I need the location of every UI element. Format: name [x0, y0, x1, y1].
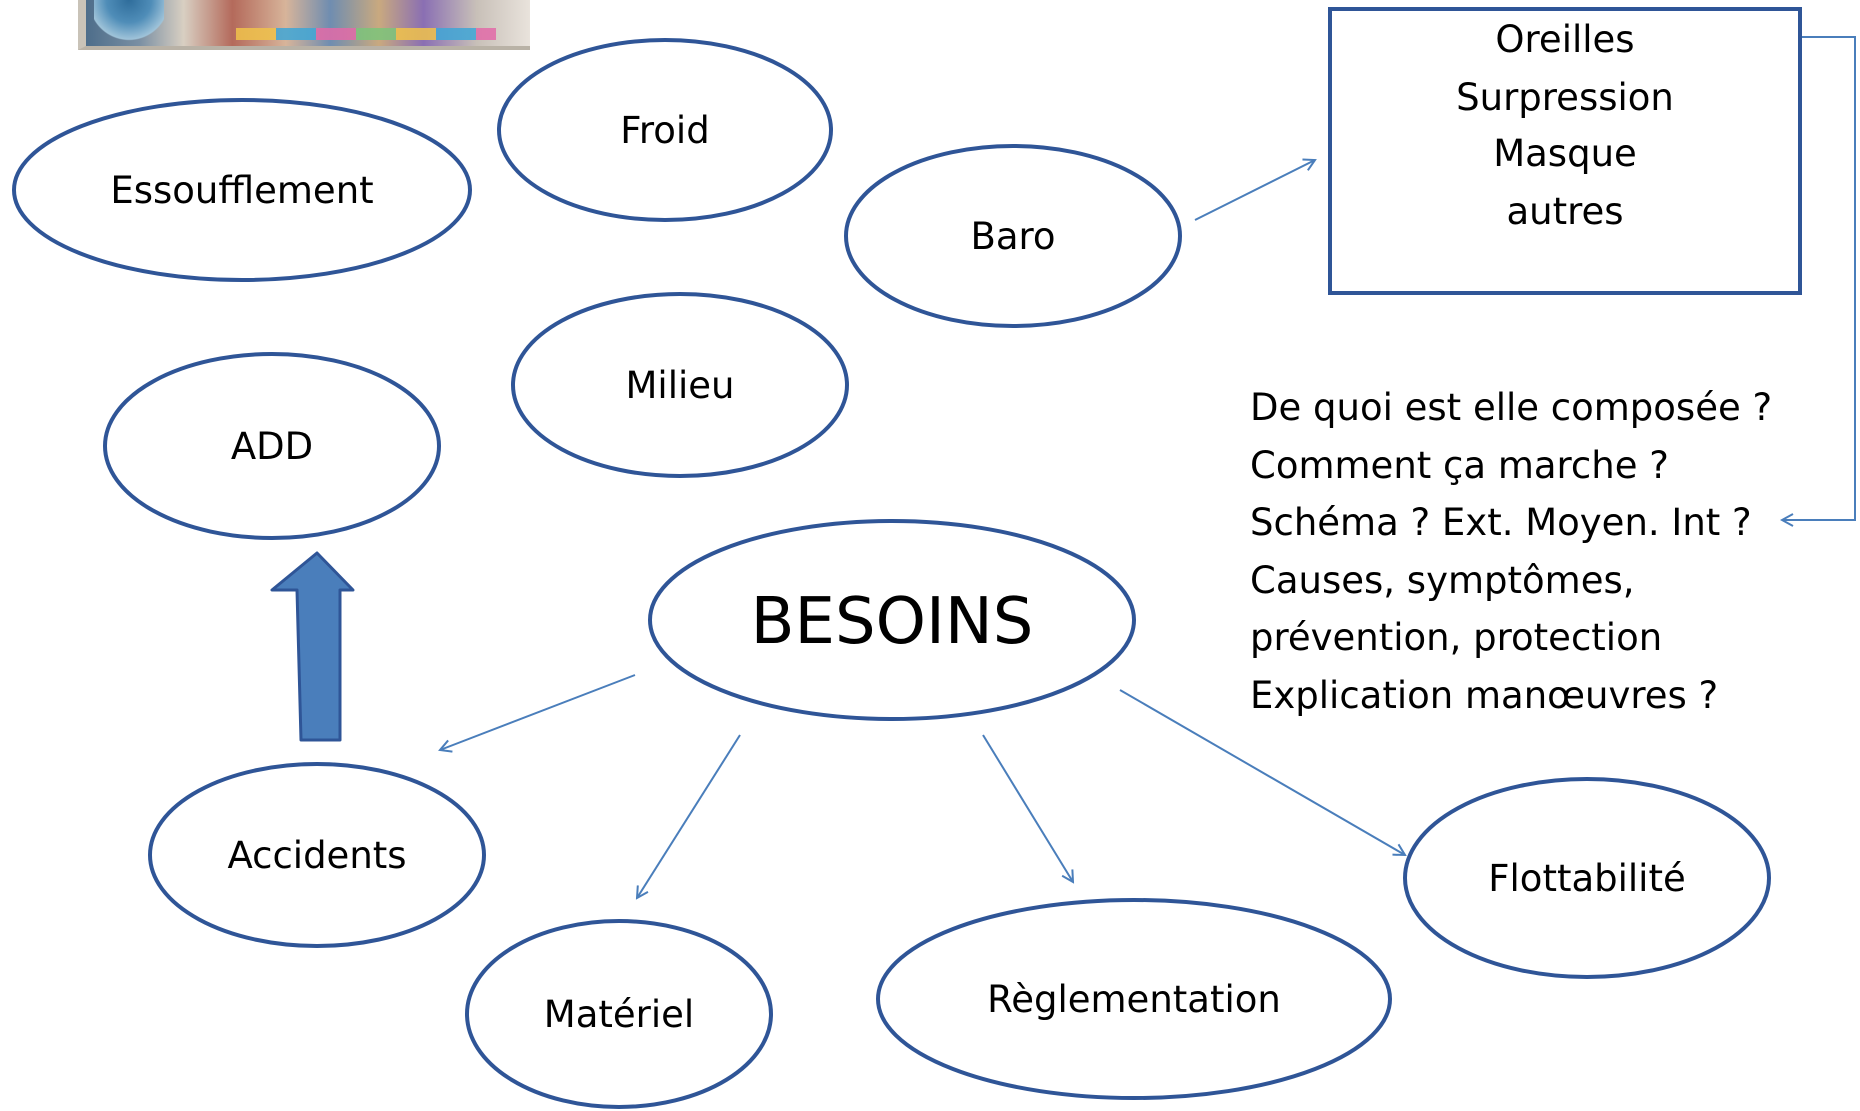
node-baro-label: Baro: [970, 215, 1055, 258]
node-accidents-label: Accidents: [227, 834, 406, 877]
node-materiel-label: Matériel: [544, 993, 694, 1036]
baro-line-masque: Masque: [1493, 132, 1637, 175]
node-reglementation-label: Règlementation: [987, 978, 1281, 1021]
node-milieu-label: Milieu: [626, 364, 735, 407]
node-besoins-label: BESOINS: [751, 585, 1034, 659]
node-froid[interactable]: Froid: [497, 38, 833, 222]
node-besoins[interactable]: BESOINS: [648, 519, 1136, 721]
node-flottabilite[interactable]: Flottabilité: [1403, 777, 1771, 979]
baro-details-box: Oreilles Surpression Masque autres: [1328, 7, 1802, 295]
node-accidents[interactable]: Accidents: [148, 762, 486, 948]
connector-baro-to-box: [1194, 160, 1315, 221]
question-line-1: De quoi est elle composée ?: [1250, 386, 1772, 429]
baro-line-oreilles: Oreilles: [1495, 18, 1634, 61]
question-line-5: prévention, protection: [1250, 616, 1662, 659]
question-line-3: Schéma ? Ext. Moyen. Int ?: [1250, 501, 1752, 544]
connector-besoins-to-reglementation: [982, 734, 1073, 882]
question-line-4: Causes, symptômes,: [1250, 559, 1635, 602]
node-milieu[interactable]: Milieu: [511, 292, 849, 478]
connector-besoins-to-flottabilite: [1119, 689, 1405, 855]
cartoon-illustration: [78, 0, 530, 50]
node-materiel[interactable]: Matériel: [465, 919, 773, 1109]
connector-besoins-to-materiel: [637, 734, 741, 898]
big-arrow-accidents-to-add: [270, 551, 355, 742]
node-flottabilite-label: Flottabilité: [1488, 857, 1685, 900]
node-froid-label: Froid: [620, 109, 709, 152]
node-add-label: ADD: [231, 425, 313, 468]
baro-line-autres: autres: [1506, 190, 1623, 233]
baro-line-surpression: Surpression: [1456, 76, 1674, 119]
question-line-2: Comment ça marche ?: [1250, 444, 1669, 487]
connector-besoins-to-accidents: [440, 674, 636, 750]
node-reglementation[interactable]: Règlementation: [876, 898, 1392, 1100]
node-essoufflement-label: Essoufflement: [110, 169, 373, 212]
node-essoufflement[interactable]: Essoufflement: [12, 98, 472, 282]
node-add[interactable]: ADD: [103, 352, 441, 540]
node-baro[interactable]: Baro: [844, 144, 1182, 328]
question-line-6: Explication manœuvres ?: [1250, 674, 1718, 717]
questions-block: De quoi est elle composée ? Comment ça m…: [1250, 386, 1772, 717]
